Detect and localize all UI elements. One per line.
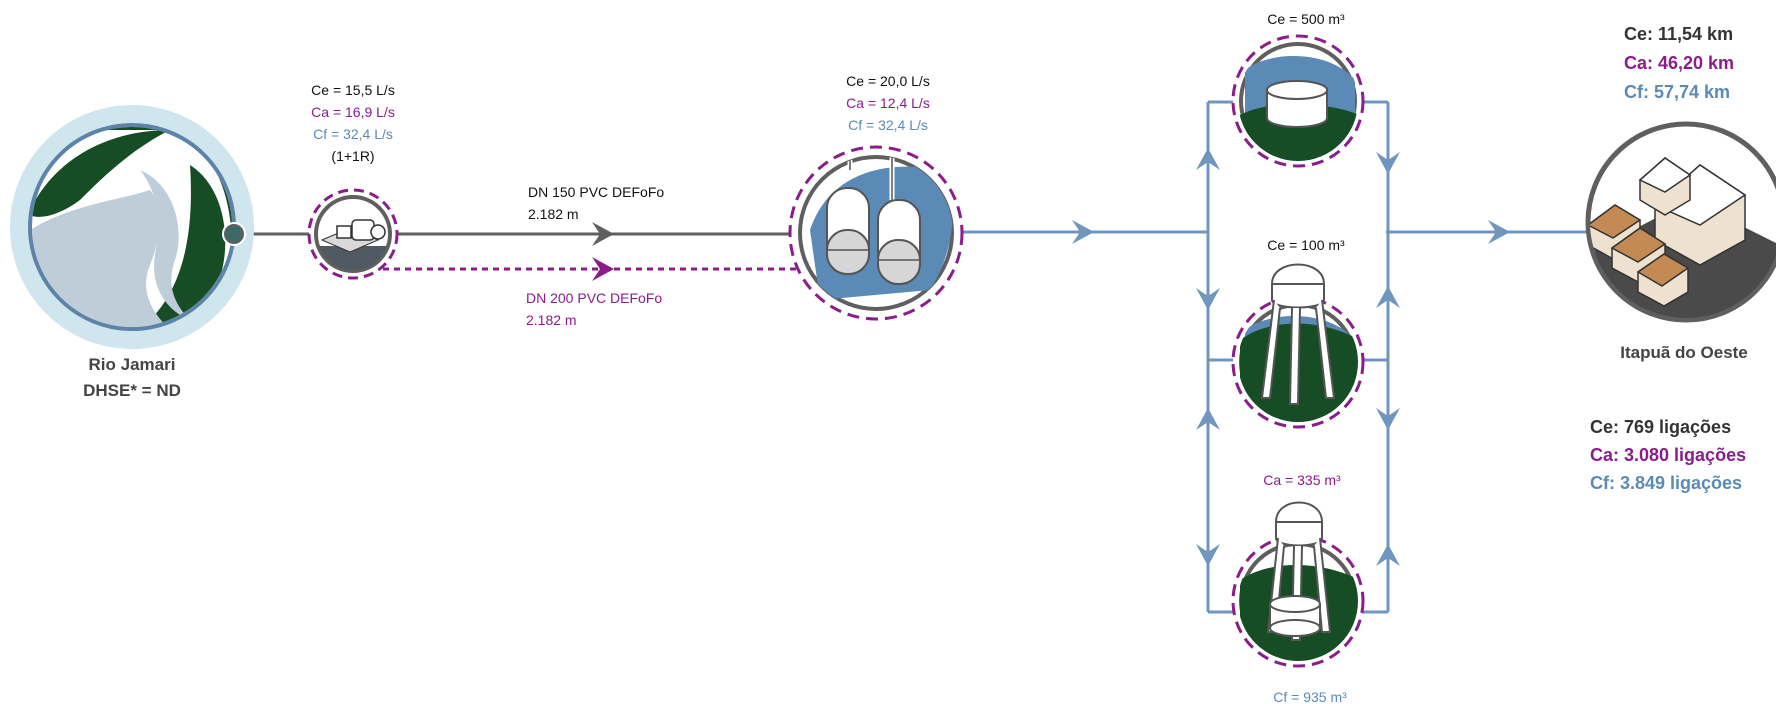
pipe-expansion-length: 2.182 m bbox=[526, 312, 577, 328]
pump-cf: Cf = 32,4 L/s bbox=[313, 126, 393, 142]
reservoir-middle-label: Ce = 100 m³ bbox=[1267, 237, 1345, 253]
treatment-labels: Ce = 20,0 L/s Ca = 12,4 L/s Cf = 32,4 L/… bbox=[846, 73, 930, 133]
river-source bbox=[10, 105, 254, 349]
pipeline-labels: DN 150 PVC DEFoFo 2.182 m DN 200 PVC DEF… bbox=[526, 184, 664, 328]
reservoir-bottom-label-top: Ca = 335 m³ bbox=[1263, 472, 1341, 488]
city-name: Itapuã do Oeste bbox=[1620, 343, 1748, 362]
pipe-existing-label: DN 150 PVC DEFoFo bbox=[528, 184, 664, 200]
network-ca: Ca: 46,20 km bbox=[1624, 53, 1734, 73]
pipe-existing-length: 2.182 m bbox=[528, 206, 579, 222]
connections-ca: Ca: 3.080 ligações bbox=[1590, 445, 1746, 465]
pump-station bbox=[309, 190, 400, 286]
network-cf: Cf: 57,74 km bbox=[1624, 82, 1730, 102]
reservoir-top-label: Ce = 500 m³ bbox=[1267, 11, 1345, 27]
network-ce: Ce: 11,54 km bbox=[1624, 24, 1733, 44]
pump-config: (1+1R) bbox=[331, 148, 374, 164]
city bbox=[1588, 124, 1776, 330]
pipe-expansion bbox=[383, 257, 800, 281]
tower-and-tank-icon bbox=[1268, 503, 1330, 641]
network-labels: Ce: 11,54 km Ca: 46,20 km Cf: 57,74 km bbox=[1624, 24, 1734, 102]
pump-ce: Ce = 15,5 L/s bbox=[311, 82, 395, 98]
pump-ca: Ca = 16,9 L/s bbox=[311, 104, 395, 120]
pump-labels: Ce = 15,5 L/s Ca = 16,9 L/s Cf = 32,4 L/… bbox=[311, 82, 395, 164]
reservoir-top bbox=[1233, 36, 1363, 170]
reservoir-middle bbox=[1233, 265, 1363, 431]
connections-labels: Ce: 769 ligações Ca: 3.080 ligações Cf: … bbox=[1590, 417, 1746, 493]
city-labels: Itapuã do Oeste bbox=[1620, 343, 1748, 362]
treatment-ce: Ce = 20,0 L/s bbox=[846, 73, 930, 89]
source-dhse: DHSE* = ND bbox=[83, 381, 181, 400]
reservoir-bottom-label-bottom: Cf = 935 m³ bbox=[1273, 689, 1347, 704]
treatment-cf: Cf = 32,4 L/s bbox=[848, 117, 928, 133]
reservoir-bottom bbox=[1233, 503, 1363, 671]
treatment-ca: Ca = 12,4 L/s bbox=[846, 95, 930, 111]
source-labels: Rio Jamari DHSE* = ND bbox=[83, 355, 181, 400]
treatment-plant bbox=[790, 147, 962, 319]
connections-cf: Cf: 3.849 ligações bbox=[1590, 473, 1742, 493]
source-name: Rio Jamari bbox=[89, 355, 176, 374]
pipe-expansion-label: DN 200 PVC DEFoFo bbox=[526, 290, 662, 306]
connections-ce: Ce: 769 ligações bbox=[1590, 417, 1731, 437]
